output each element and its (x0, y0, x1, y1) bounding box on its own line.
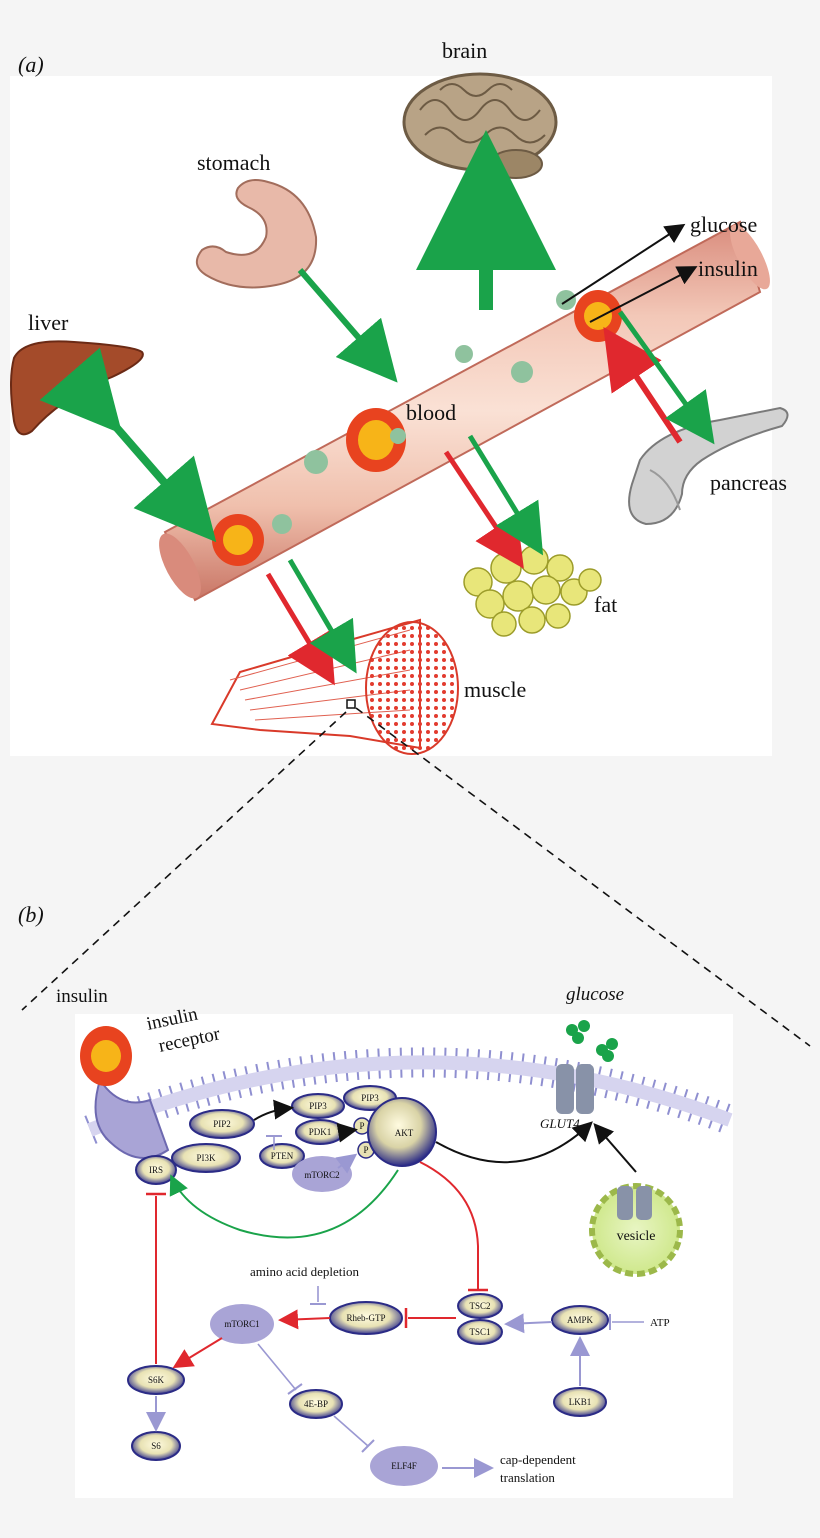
svg-text:IRS: IRS (149, 1165, 163, 1175)
svg-text:TSC2: TSC2 (469, 1301, 490, 1311)
svg-text:S6K: S6K (148, 1375, 165, 1385)
svg-text:PIP2: PIP2 (213, 1119, 231, 1129)
label-fat: fat (594, 592, 617, 617)
pathway-arrows (146, 1099, 644, 1478)
label-amino-acid-depletion: amino acid depletion (250, 1264, 360, 1279)
node-rheb-gtp: Rheb-GTP (329, 1301, 403, 1335)
label-glucose-b: glucose (566, 984, 624, 1005)
zoom-lines (21, 707, 811, 1047)
panel-b-tag: (b) (18, 902, 44, 927)
svg-text:S6: S6 (151, 1441, 161, 1451)
svg-text:mTORC2: mTORC2 (304, 1170, 339, 1180)
node-tsc2: TSC2 (457, 1293, 503, 1319)
svg-text:AKT: AKT (395, 1128, 414, 1138)
arrow-glucose-insulin-labels (561, 223, 698, 323)
cell-membrane (84, 1047, 736, 1144)
svg-text:LKB1: LKB1 (569, 1397, 592, 1407)
node-elf4f: ELF4F (370, 1446, 438, 1486)
svg-text:4E-BP: 4E-BP (304, 1399, 328, 1409)
arrow-pancreas (603, 310, 715, 445)
vesicle (589, 1183, 683, 1277)
label-cap-dependent-2: translation (500, 1470, 555, 1485)
svg-text:P: P (359, 1121, 364, 1131)
svg-text:PIP3: PIP3 (361, 1093, 379, 1103)
glucose-molecules (566, 1020, 618, 1062)
stomach-illustration (195, 179, 318, 289)
label-muscle: muscle (464, 677, 526, 702)
svg-text:mTORC1: mTORC1 (224, 1319, 259, 1329)
node-pi3k: PI3K (171, 1143, 241, 1173)
svg-text:TSC1: TSC1 (469, 1327, 490, 1337)
glut4-transporter (556, 1064, 594, 1114)
label-glucose-a: glucose (690, 212, 757, 237)
label-cap-dependent-1: cap-dependent (500, 1452, 576, 1467)
glucose-cluster (272, 290, 576, 534)
insulin-receptor (80, 1026, 170, 1159)
node-pip3-a: PIP3 (291, 1093, 345, 1119)
vesicle-to-glut4-arrow (593, 1122, 637, 1173)
svg-text:PI3K: PI3K (196, 1153, 216, 1163)
panel-a-tag: (a) (18, 52, 44, 77)
label-glut4: GLUT4 (540, 1116, 580, 1131)
node-pdk1: PDK1 (295, 1119, 345, 1145)
svg-text:ELF4F: ELF4F (391, 1461, 417, 1471)
label-stomach: stomach (197, 150, 270, 175)
node-pip2: PIP2 (189, 1109, 255, 1139)
node-ampk: AMPK (551, 1305, 609, 1335)
node-tsc1: TSC1 (457, 1319, 503, 1345)
label-atp: ATP (650, 1317, 670, 1329)
svg-text:AMPK: AMPK (567, 1315, 594, 1325)
svg-text:PIP3: PIP3 (309, 1101, 327, 1111)
node-akt: AKT (367, 1097, 437, 1167)
svg-text:Rheb-GTP: Rheb-GTP (347, 1313, 386, 1323)
arrow-fat (443, 434, 544, 569)
node-4e-bp: 4E-BP (289, 1389, 343, 1419)
label-blood: blood (406, 400, 456, 425)
svg-text:PDK1: PDK1 (309, 1127, 332, 1137)
node-pten: PTEN (259, 1143, 305, 1169)
insulin-cluster (212, 290, 622, 566)
arrow-muscle (265, 558, 357, 686)
node-mtorc2: mTORC2 (292, 1156, 352, 1192)
label-pancreas: pancreas (710, 470, 787, 495)
node-irs: IRS (135, 1155, 177, 1185)
node-mtorc1: mTORC1 (210, 1304, 274, 1344)
arrow-stomach (297, 268, 398, 383)
svg-text:PTEN: PTEN (271, 1151, 294, 1161)
label-insulin-b: insulin (56, 986, 108, 1007)
node-s6k: S6K (127, 1365, 185, 1395)
arrow-liver (39, 347, 217, 543)
node-s6: S6 (131, 1431, 181, 1461)
label-brain: brain (442, 38, 487, 63)
node-lkb1: LKB1 (553, 1387, 607, 1417)
svg-text:P: P (363, 1145, 368, 1155)
label-vesicle: vesicle (617, 1229, 656, 1244)
label-liver: liver (28, 310, 69, 335)
label-insulin-a: insulin (698, 256, 758, 281)
